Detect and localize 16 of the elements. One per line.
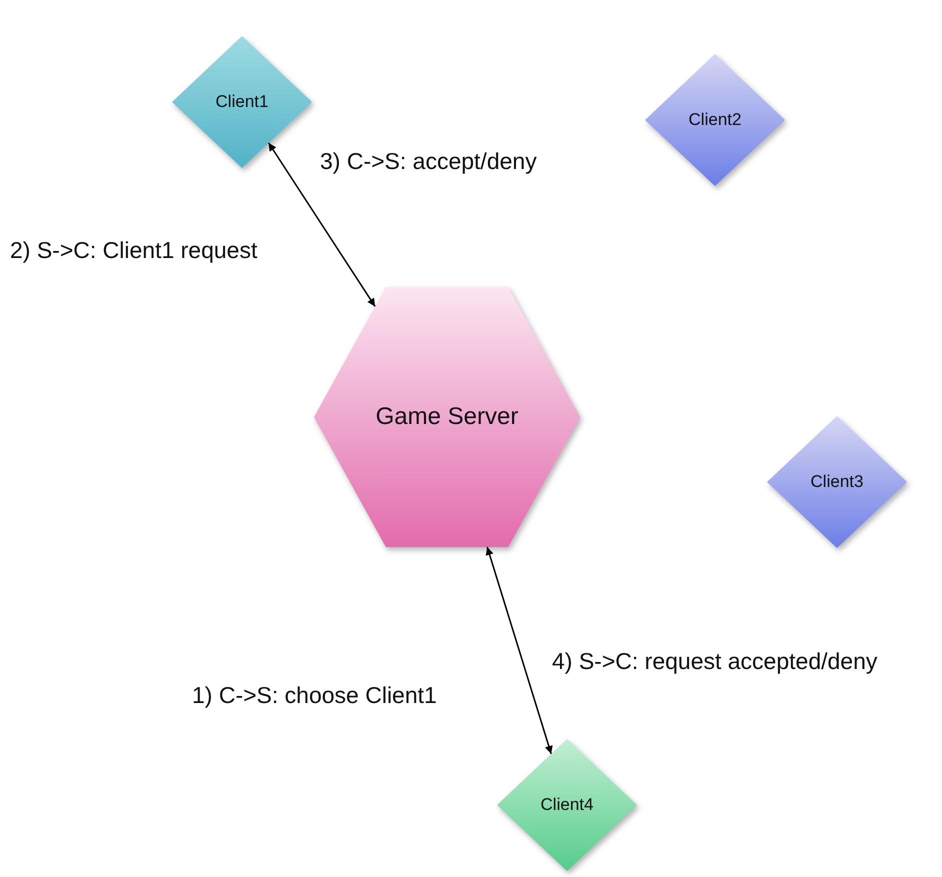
step-label: 3) C->S: accept/deny (320, 148, 537, 175)
node-label: Client1 (214, 92, 270, 112)
node-label: Client4 (540, 795, 594, 815)
step-label: 2) S->C: Client1 request (10, 237, 258, 264)
arrow (268, 142, 376, 307)
diamond-node (645, 54, 785, 186)
node-label: Client3 (810, 472, 864, 492)
hexagon-node (314, 287, 580, 547)
diamond-node (172, 36, 312, 168)
diamond-node (767, 416, 907, 548)
step-label: 1) C->S: choose Client1 (192, 682, 437, 709)
step-label: 4) S->C: request accepted/deny (552, 648, 878, 675)
node-label: Client2 (688, 110, 742, 130)
arrow (486, 546, 553, 754)
node-label: Game Server (374, 403, 520, 431)
diamond-node (497, 739, 637, 871)
